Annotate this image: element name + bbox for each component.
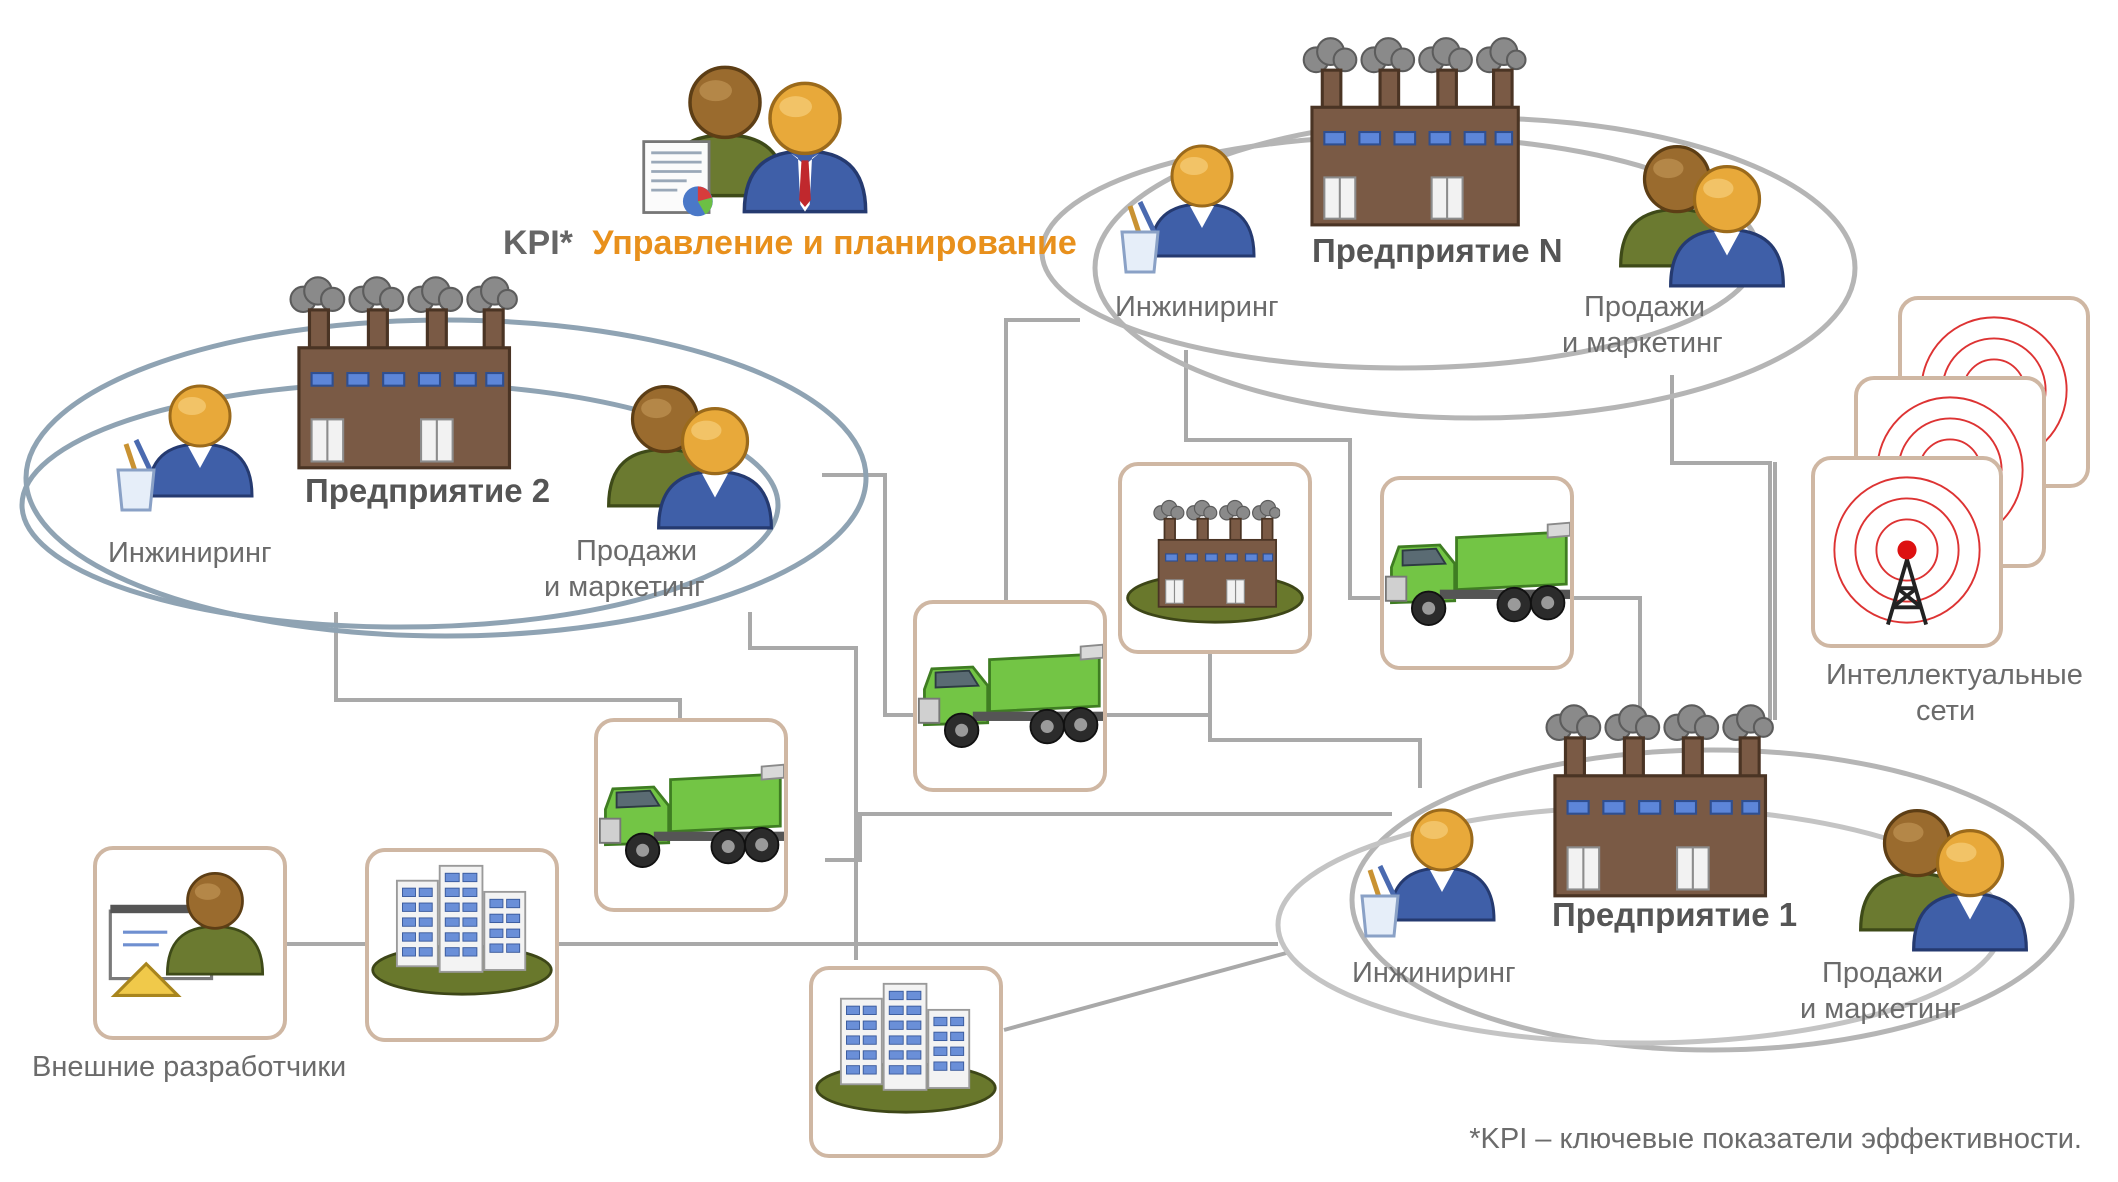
buildings-tile-bottom — [809, 966, 1003, 1158]
factory-tile — [1118, 462, 1312, 654]
enterprise-1-engineering: Инжиниринг — [1352, 957, 1516, 989]
engineer-icon — [146, 384, 254, 498]
enterprise-2-sales-line1: Продажи — [576, 535, 697, 567]
enterprise-n-sales-line2: и маркетинг — [1562, 327, 1723, 359]
enterprise-2-sales-line2: и маркетинг — [544, 571, 705, 603]
smart-grids-line2: сети — [1916, 695, 1975, 727]
engineer-icon — [1388, 808, 1496, 922]
truck-tile-center — [913, 600, 1107, 792]
developers-tile — [93, 846, 287, 1040]
enterprise-n-name: Предприятие N — [1312, 232, 1563, 269]
factory-icon — [288, 275, 519, 470]
pencil-cup-icon — [1122, 202, 1158, 272]
kpi-title: KPI* Управление и планирование — [503, 224, 1077, 262]
enterprise-n-sales-line1: Продажи — [1584, 291, 1705, 323]
enterprise-1: Предприятие 1 Инжиниринг Продажи и марке… — [1352, 703, 2028, 1025]
smart-grid-tiles — [1811, 296, 2090, 648]
managers-with-report-icon — [642, 65, 868, 218]
external-developers-label: Внешние разработчики — [32, 1051, 346, 1083]
factory-icon — [1544, 703, 1775, 898]
kpi-title-text: Управление и планирование — [592, 224, 1076, 262]
enterprise-n-engineering: Инжиниринг — [1115, 291, 1279, 323]
enterprise-2: Предприятие 2 Инжиниринг Продажи и марке… — [108, 275, 773, 603]
enterprise-1-sales-line2: и маркетинг — [1800, 993, 1961, 1025]
factory-icon — [1301, 36, 1528, 227]
enterprise-1-name: Предприятие 1 — [1552, 896, 1797, 933]
truck-tile-right — [1380, 476, 1574, 670]
truck-tile-left — [594, 718, 788, 912]
kpi-prefix: KPI* — [503, 224, 574, 262]
connectors — [286, 318, 1777, 1032]
pencil-cup-icon — [1362, 866, 1398, 936]
enterprise-n: Предприятие N Инжиниринг Продажи и марке… — [1115, 36, 1785, 359]
kpi-footnote: *KPI – ключевые показатели эффективности… — [1469, 1123, 2082, 1155]
pencil-cup-icon — [118, 440, 154, 510]
smart-grids-line1: Интеллектуальные — [1826, 659, 2083, 691]
enterprise-2-name: Предприятие 2 — [305, 472, 550, 509]
enterprise-1-sales-line1: Продажи — [1822, 957, 1943, 989]
enterprise-2-engineering: Инжиниринг — [108, 537, 272, 569]
buildings-tile-left — [365, 848, 559, 1042]
